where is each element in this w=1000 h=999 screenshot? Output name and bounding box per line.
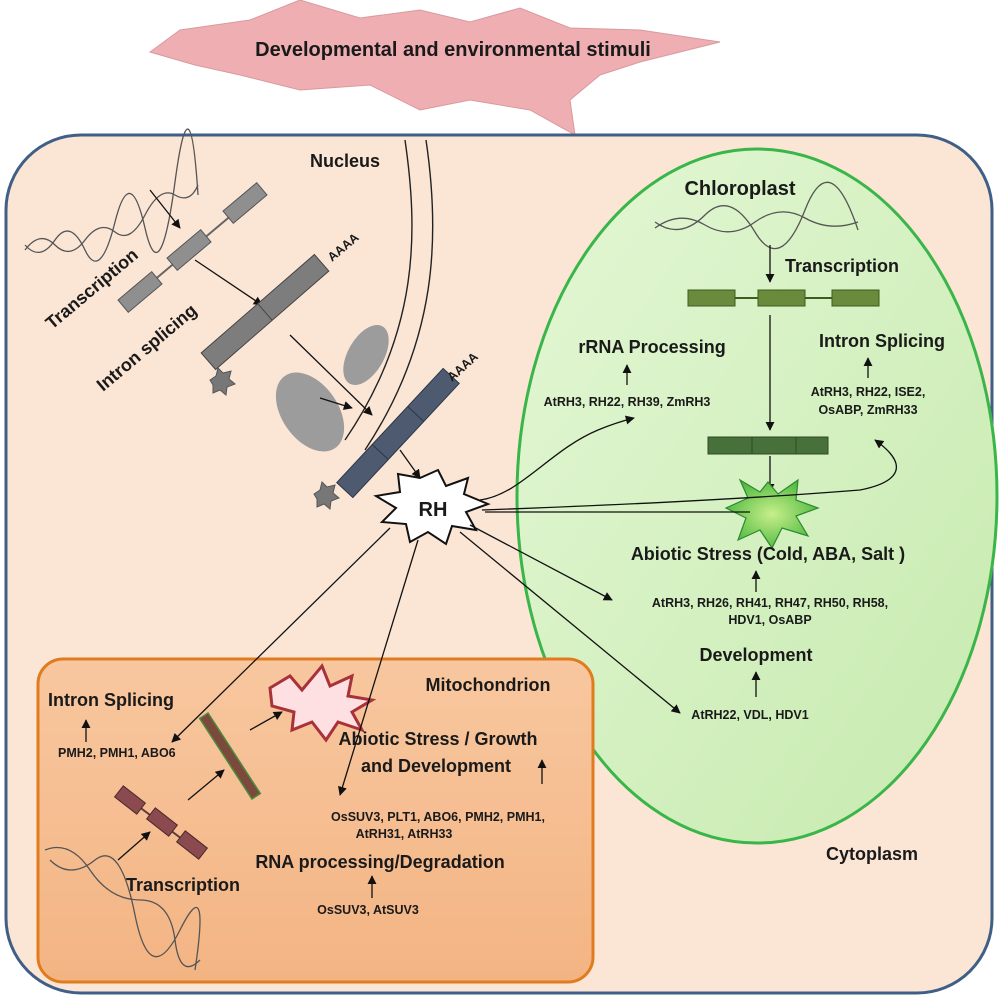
chl-rrna-title: rRNA Processing <box>578 337 725 357</box>
rh-label: RH <box>419 499 448 521</box>
mito-abiotic-title-2: and Development <box>361 756 511 776</box>
chl-intron-genes-2: OsABP, ZmRH33 <box>818 403 917 417</box>
cytoplasmic-mrna <box>313 367 460 510</box>
nuclear-transcription-arrow <box>149 189 181 229</box>
mito-abiotic-title-1: Abiotic Stress / Growth <box>338 729 537 749</box>
chl-abiotic-genes-1: AtRH3, RH26, RH41, RH47, RH50, RH58, <box>652 596 888 610</box>
rh-to-mito-intron-arrow <box>171 527 391 743</box>
rh-to-chl-development-arrow <box>459 531 681 714</box>
mito-abiotic-genes-2: AtRH31, AtRH33 <box>356 827 453 841</box>
mito-pre-rna <box>113 785 209 860</box>
mito-dna-helix <box>44 846 201 971</box>
chl-rrna-genes: AtRH3, RH22, RH39, ZmRH3 <box>544 395 711 409</box>
rh-burst <box>373 468 491 546</box>
nuclear-pre-mrna <box>117 182 268 313</box>
nuclear-pore-top <box>343 325 389 385</box>
nuclear-mrna-1 <box>200 253 330 396</box>
chl-abiotic-title: Abiotic Stress (Cold, ABA, Salt ) <box>631 544 905 564</box>
cytoplasm-label: Cytoplasm <box>826 844 918 864</box>
chl-intron-genes-1: AtRH3, RH22, ISE2, <box>811 385 926 399</box>
nuclear-splicing-arrow <box>194 259 263 306</box>
rh-to-mito-abiotic-arrow <box>338 539 419 796</box>
nuclear-envelope-outer <box>344 139 413 441</box>
chloroplast-dna-helix <box>654 181 859 250</box>
chl-abiotic-genes-2: HDV1, OsABP <box>728 613 811 627</box>
chl-development-title: Development <box>699 645 812 665</box>
mito-transcription-label: Transcription <box>126 875 240 895</box>
rh-to-chl-abiotic-arrow <box>469 524 613 601</box>
nucleus-label: Nucleus <box>310 151 380 171</box>
chloroplast-label: Chloroplast <box>684 178 795 200</box>
mito-translation-arrow <box>249 711 283 731</box>
nuclear-dna-helix <box>24 128 199 262</box>
nuclear-pore-bottom <box>275 372 345 452</box>
mito-splicing-arrow <box>187 769 225 801</box>
mito-abiotic-genes-1: OsSUV3, PLT1, ABO6, PMH2, PMH1, <box>331 810 545 824</box>
mito-intron-genes: PMH2, PMH1, ABO6 <box>58 746 176 760</box>
mito-intron-title: Intron Splicing <box>48 690 174 710</box>
mito-rna-genes: OsSUV3, AtSUV3 <box>317 903 419 917</box>
mito-rna-title: RNA processing/Degradation <box>255 852 504 872</box>
chl-development-genes: AtRH22, VDL, HDV1 <box>691 708 808 722</box>
stimuli-burst <box>148 0 721 136</box>
chl-transcription-label: Transcription <box>785 256 899 276</box>
export-arrow-2 <box>319 397 353 410</box>
export-arrow-1 <box>289 334 373 416</box>
mito-mature-rna <box>198 711 262 801</box>
chl-mature-rna <box>707 436 829 455</box>
chl-pre-rna <box>687 289 880 307</box>
stimuli-label: Developmental and environmental stimuli <box>255 39 651 61</box>
rh-to-rrna-arrow <box>479 415 635 501</box>
translation-arrow <box>399 449 421 479</box>
chl-intron-title: Intron Splicing <box>819 331 945 351</box>
mito-rh-burst <box>268 663 377 743</box>
mito-transcription-arrow <box>117 831 151 861</box>
mito-label: Mitochondrion <box>426 675 551 695</box>
rh-to-chl-intron-arrow <box>481 439 897 511</box>
nuclear-envelope-inner <box>364 139 434 451</box>
